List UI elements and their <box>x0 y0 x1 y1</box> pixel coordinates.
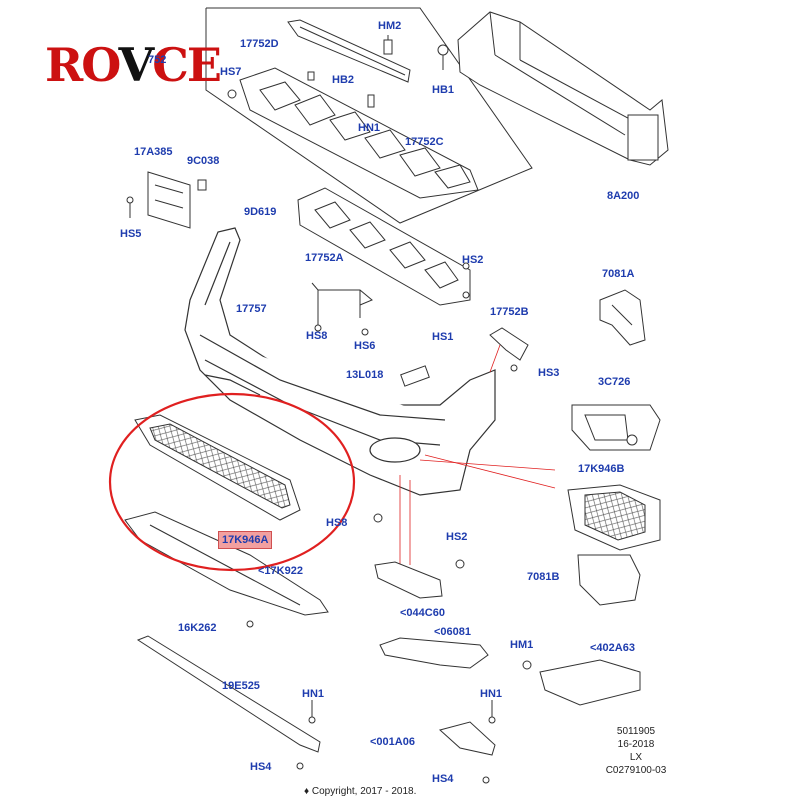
label-HN1-right: HN1 <box>480 688 503 700</box>
label-752: 752 <box>148 54 167 66</box>
highlight-circle <box>108 392 356 572</box>
label-HS2-top: HS2 <box>462 254 484 266</box>
info-line-2: 16-2018 <box>617 739 655 750</box>
logo-part-2: V <box>118 38 155 92</box>
part-17752B-bracket <box>489 327 529 372</box>
label-3C726: 3C726 <box>598 376 631 388</box>
label-17K922: <17K922 <box>258 565 303 577</box>
part-17752A-bracket <box>311 282 373 325</box>
label-HN1-top: HN1 <box>358 122 381 134</box>
part-17K946B-side-grille <box>567 484 661 551</box>
label-06081: <06081 <box>434 626 472 638</box>
part-3C726-fog-bezel <box>571 404 661 451</box>
part-06081-strip <box>379 637 489 669</box>
label-HS5: HS5 <box>120 228 142 240</box>
label-001A06: <001A06 <box>370 736 415 748</box>
part-044C60-trim <box>374 561 443 599</box>
part-7081B-trim <box>577 554 641 606</box>
label-HS8-top: HS8 <box>306 330 328 342</box>
label-HB2: HB2 <box>332 74 355 86</box>
label-17K946B: 17K946B <box>578 463 625 475</box>
info-line-1: 5011905 <box>616 726 656 737</box>
brand-logo: ROVCE <box>45 38 222 92</box>
upper-detail-box <box>205 7 533 224</box>
part-001A06-bracket <box>438 721 496 756</box>
label-17A385: 17A385 <box>134 146 173 158</box>
label-HS2-mid: HS2 <box>446 531 468 543</box>
label-HS7: HS7 <box>220 66 242 78</box>
label-9D619: 9D619 <box>244 206 277 218</box>
logo-part-1: RO <box>45 38 120 92</box>
info-line-3: LX <box>629 752 643 763</box>
reference-lines <box>399 344 556 565</box>
label-8A200: 8A200 <box>607 190 640 202</box>
part-bumper-cover <box>184 227 496 496</box>
label-HB1: HB1 <box>432 84 455 96</box>
part-402A63-cover <box>522 659 641 706</box>
label-7081A: 7081A <box>602 268 635 280</box>
label-HS3: HS3 <box>538 367 560 379</box>
label-13L018: 13L018 <box>346 369 384 381</box>
label-17752D: 17752D <box>240 38 279 50</box>
box-fasteners <box>227 35 393 108</box>
fasteners <box>246 262 496 784</box>
label-17757: 17757 <box>236 303 267 315</box>
part-8A200-beam <box>437 11 669 166</box>
label-HN1-left: HN1 <box>302 688 325 700</box>
label-9C038: 9C038 <box>187 155 220 167</box>
label-402A63: <402A63 <box>590 642 635 654</box>
diagram-info-block: 5011905 16-2018 LX C0279100-03 <box>596 725 676 777</box>
part-17752C-shield <box>239 67 479 199</box>
part-9D619-bracket <box>297 187 471 306</box>
part-13L018-clip <box>400 365 430 387</box>
label-HM2: HM2 <box>378 20 402 32</box>
label-044C60: <044C60 <box>400 607 445 619</box>
copyright-text: ♦ Copyright, 2017 - 2018. <box>304 786 417 797</box>
label-17752A: 17752A <box>305 252 344 264</box>
label-HS6: HS6 <box>354 340 376 352</box>
part-17K922-lower-panel <box>124 511 329 616</box>
part-19E525-strip <box>136 635 321 753</box>
label-17752B: 17752B <box>490 306 529 318</box>
part-17A385-plate <box>126 171 207 229</box>
label-17K946A: 17K946A <box>218 531 273 549</box>
info-line-4: C0279100-03 <box>605 765 667 776</box>
label-HS1: HS1 <box>432 331 454 343</box>
label-HM1: HM1 <box>510 639 534 651</box>
part-17K946A-lower-grille <box>134 414 301 521</box>
label-19E525: 19E525 <box>222 680 260 692</box>
part-7081A-trim <box>599 289 646 346</box>
label-7081B: 7081B <box>527 571 560 583</box>
part-17752D-strip <box>287 19 411 83</box>
label-16K262: 16K262 <box>178 622 217 634</box>
label-HS4-right: HS4 <box>432 773 454 785</box>
label-HS8-mid: HS8 <box>326 517 348 529</box>
label-HS4-left: HS4 <box>250 761 272 773</box>
label-17752C: 17752C <box>405 136 444 148</box>
logo-part-3: CE <box>152 38 222 92</box>
